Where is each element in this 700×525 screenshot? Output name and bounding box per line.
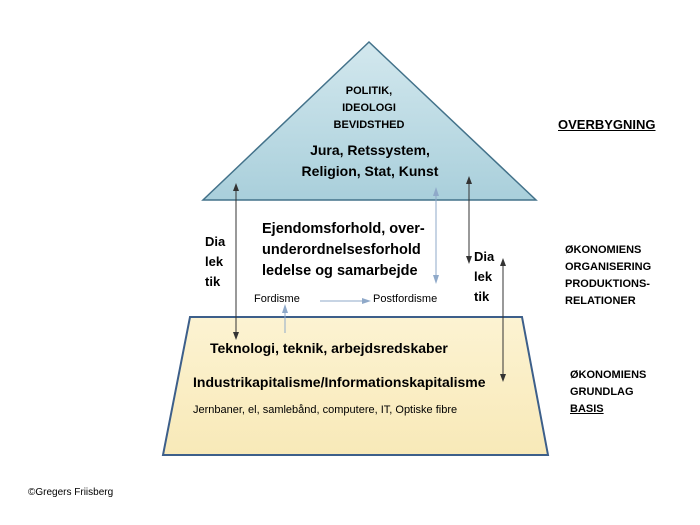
dialektik-right-syllable-2: lek: [474, 269, 493, 284]
middle-line-1: Ejendomsforhold, over-: [262, 221, 425, 237]
postfordisme-label: Postfordisme: [373, 293, 438, 305]
overbygning-label: OVERBYGNING: [558, 117, 656, 132]
dialektik-label-right: Dia lek tik: [474, 247, 494, 307]
grundlag-label: ØKONOMIENS GRUNDLAG BASIS: [570, 367, 646, 418]
middle-line-3: ledelse og samarbejde: [262, 263, 418, 279]
relations-line-3: PRODUKTIONS-: [565, 278, 650, 290]
triangle-line-bevidsthed: BEVIDSTHED: [333, 119, 405, 131]
copyright: ©Gregers Friisberg: [28, 487, 114, 498]
grundlag-line-1: ØKONOMIENS: [570, 369, 647, 381]
superstructure-triangle: [201, 40, 538, 201]
base-line-examples: Jernbaner, el, samlebånd, computere, IT,…: [193, 404, 458, 416]
triangle-heading: POLITIK, IDEOLOGI BEVIDSTHED: [314, 83, 424, 134]
fordisme-label: Fordisme: [254, 293, 300, 305]
middle-line-2: underordnelsesforhold: [262, 242, 421, 258]
dialektik-left-syllable-2: lek: [205, 254, 224, 269]
dialektik-right-syllable-3: tik: [474, 289, 490, 304]
base-line-technology: Teknologi, teknik, arbejdsredskaber: [210, 340, 448, 356]
triangle-line-jura: Jura, Retssystem,: [310, 142, 430, 158]
grundlag-line-2: GRUNDLAG: [570, 386, 634, 398]
triangle-line-ideologi: IDEOLOGI: [342, 102, 396, 114]
triangle-line-religion: Religion, Stat, Kunst: [301, 163, 439, 179]
triangle-line-politik: POLITIK,: [345, 85, 393, 97]
triangle-institutions: Jura, Retssystem, Religion, Stat, Kunst: [280, 140, 460, 182]
basis-label: BASIS: [570, 403, 604, 415]
base-line-capitalism: Industrikapitalisme/Informationskapitali…: [193, 374, 486, 390]
production-relations-label: ØKONOMIENS ORGANISERING PRODUKTIONS- REL…: [565, 242, 651, 310]
relations-line-4: RELATIONER: [565, 295, 636, 307]
dialektik-label-left: Dia lek tik: [205, 232, 225, 292]
base-trapezoid: [161, 316, 550, 456]
dialektik-left-syllable-3: tik: [205, 274, 221, 289]
dialektik-left-syllable-1: Dia: [205, 234, 226, 249]
production-relations-text: Ejendomsforhold, over- underordnelsesfor…: [262, 219, 425, 282]
relations-line-2: ORGANISERING: [565, 261, 652, 273]
dialektik-right-syllable-1: Dia: [474, 249, 495, 264]
relations-line-1: ØKONOMIENS: [565, 244, 642, 256]
